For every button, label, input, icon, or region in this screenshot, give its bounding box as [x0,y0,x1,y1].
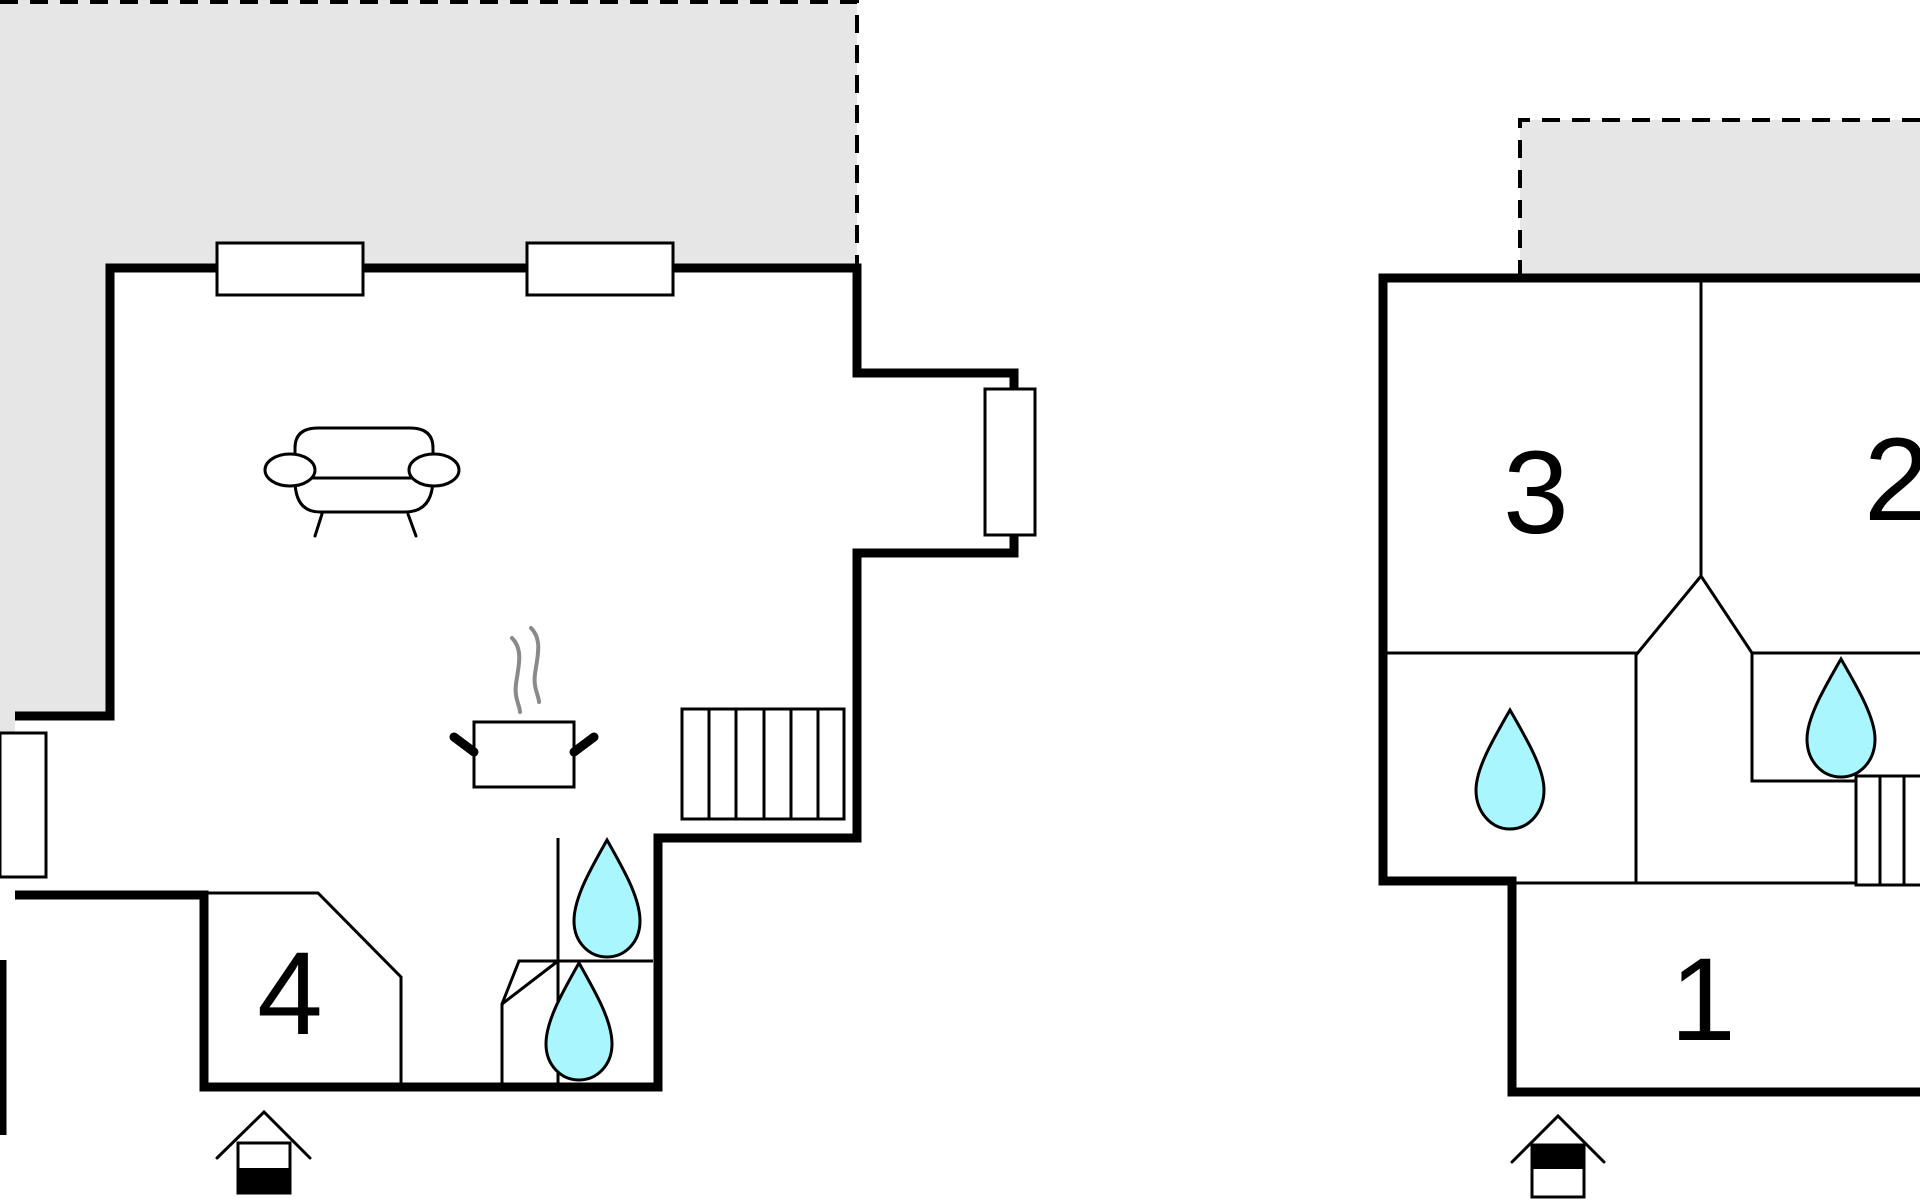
exterior-wall-right [1378,273,1920,1097]
room-number-3: 3 [1503,427,1569,559]
staircase-icon [680,707,846,821]
window [525,241,675,297]
entrance-house-icon [1510,1113,1606,1199]
bathroom-step [501,959,559,1006]
window [215,241,365,297]
interior-wall [1385,280,1920,885]
room-4-wall [204,891,403,1087]
sofa-icon [263,426,461,538]
terrace-area-right [1520,120,1920,278]
water-drop-icon [1474,706,1546,831]
terrace-area-left [0,0,857,735]
upper-floor: 3 2 1 [1378,118,1920,1199]
entrance-house-icon [215,1109,312,1195]
cooking-pot-icon [449,626,599,789]
exterior-wall-left [15,263,1019,1092]
room-number-1: 1 [1670,934,1736,1066]
terrace-border-left [0,0,859,268]
ground-floor: 4 [0,0,1037,1195]
terrace-border-right [1518,118,1920,278]
room-number-4: 4 [257,928,323,1060]
window [0,731,48,879]
water-drop-icon [572,836,642,959]
room-number-2: 2 [1864,414,1920,546]
water-drop-icon [1805,655,1877,779]
window [983,387,1037,537]
water-drop-icon [544,959,614,1082]
staircase-icon [1854,774,1920,887]
